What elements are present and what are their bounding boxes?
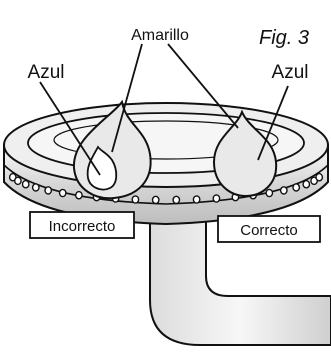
burner-port-hole	[21, 179, 30, 189]
correct-box: Correcto	[217, 215, 321, 243]
incorrect-label: Incorrecto	[49, 218, 116, 235]
burner-port-hole	[131, 195, 140, 204]
leader-lines	[39, 43, 289, 176]
gas-pipe	[149, 204, 331, 346]
burner-port-hole	[58, 188, 67, 198]
burner-port-hole	[151, 195, 160, 205]
burner-port-hole	[172, 195, 181, 205]
fig-label: Fig. 3	[259, 27, 309, 49]
burner-port-hole	[192, 195, 201, 204]
azul-right-label: Azul	[272, 62, 309, 83]
burner-port-hole	[212, 194, 221, 203]
burner-port-hole	[302, 179, 311, 189]
burner-ports	[8, 172, 324, 205]
right-flame	[212, 109, 278, 198]
azul-left-label: Azul	[28, 62, 65, 83]
burner-port-hole	[292, 183, 301, 192]
burner-port-hole	[265, 188, 274, 198]
incorrect-box: Incorrecto	[29, 211, 135, 239]
burner-port-hole	[31, 183, 40, 192]
burner-port-hole	[315, 172, 324, 182]
burner-port-hole	[44, 186, 53, 195]
burner-port-hole	[75, 190, 83, 200]
burner-port-hole	[279, 186, 288, 195]
burner-ring	[3, 102, 329, 226]
correct-label: Correcto	[240, 222, 298, 239]
amarillo-label: Amarillo	[131, 27, 189, 44]
burner-port-hole	[13, 176, 22, 186]
